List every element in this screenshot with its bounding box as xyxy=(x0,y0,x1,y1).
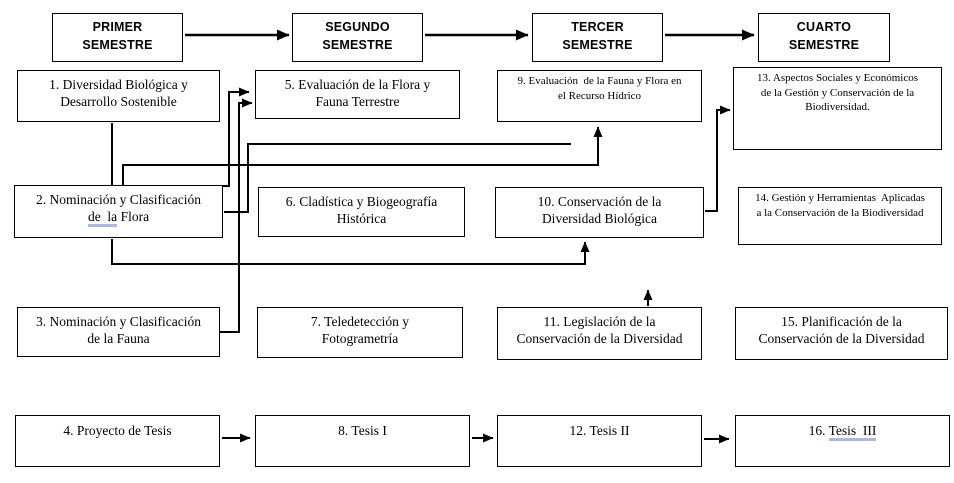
course-8-box: 8. Tesis I xyxy=(255,415,470,467)
course-13-label: 13. Aspectos Sociales y Económicos de la… xyxy=(756,72,918,114)
semester-3-box: TERCER SEMESTRE xyxy=(532,13,663,62)
semester-1-label: PRIMER SEMESTRE xyxy=(82,20,153,52)
spellcheck-underline: de la xyxy=(87,209,118,228)
course-16-box: 16. Tesis III xyxy=(735,415,950,467)
course-16-label: 16. Tesis III xyxy=(736,422,949,441)
course-5-box: 5. Evaluación de la Flora y Fauna Terres… xyxy=(255,70,460,119)
semester-4-label: CUARTO SEMESTRE xyxy=(788,20,860,52)
course-1-label: 1. Diversidad Biológica y Desarrollo Sos… xyxy=(49,77,188,110)
spellcheck-underline: Tesis III xyxy=(828,423,877,441)
semester-2-label: SEGUNDO SEMESTRE xyxy=(322,20,393,52)
course-6-box: 6. Cladística y Biogeografía Histórica xyxy=(258,187,465,237)
course-13-box: 13. Aspectos Sociales y Económicos de la… xyxy=(733,67,942,150)
course-6-label: 6. Cladística y Biogeografía Histórica xyxy=(285,194,438,227)
course-10-label: 10. Conservación de la Diversidad Biológ… xyxy=(537,194,662,227)
course-12-label: 12. Tesis II xyxy=(569,423,630,438)
course-14-label: 14. Gestión y Herramientas Aplicadas a l… xyxy=(755,192,925,219)
semester-3-label: TERCER SEMESTRE xyxy=(562,20,633,52)
course-3-label: 3. Nominación y Clasificación de la Faun… xyxy=(36,314,201,347)
arrow-course3-to-course5 xyxy=(220,98,253,333)
arrow-course2-to-course5 xyxy=(216,87,250,187)
course-15-box: 15. Planificación de la Conservación de … xyxy=(735,307,948,360)
semester-4-box: CUARTO SEMESTRE xyxy=(758,13,890,62)
course-3-box: 3. Nominación y Clasificación de la Faun… xyxy=(17,307,220,357)
course-1-box: 1. Diversidad Biológica y Desarrollo Sos… xyxy=(17,70,220,122)
course-11-box: 11. Legislación de la Conservación de la… xyxy=(497,307,702,360)
semester-2-box: SEGUNDO SEMESTRE xyxy=(292,13,423,62)
course-4-box: 4. Proyecto de Tesis xyxy=(15,415,220,467)
arrow-course2-to-course9 xyxy=(122,126,603,186)
course-4-label: 4. Proyecto de Tesis xyxy=(63,423,172,438)
course-5-label: 5. Evaluación de la Flora y Fauna Terres… xyxy=(284,77,431,110)
line-course2-unterminated xyxy=(224,143,571,213)
course-8-label: 8. Tesis I xyxy=(338,423,387,438)
course-7-label: 7. Teledetección y Fotogrametría xyxy=(310,314,410,347)
course-10-box: 10. Conservación de la Diversidad Biológ… xyxy=(495,187,704,238)
course-2-label: 2. Nominación y Clasificación de la Flor… xyxy=(15,191,222,228)
course-9-box: 9. Evaluación de la Fauna y Flora en el … xyxy=(497,70,702,122)
course-15-label: 15. Planificación de la Conservación de … xyxy=(758,314,925,347)
arrow-course10-to-course13 xyxy=(705,105,731,212)
arrow-course2-to-course10 xyxy=(111,239,590,265)
course-7-box: 7. Teledetección y Fotogrametría xyxy=(257,307,463,358)
course-11-label: 11. Legislación de la Conservación de la… xyxy=(516,314,683,347)
course-14-box: 14. Gestión y Herramientas Aplicadas a l… xyxy=(738,187,942,245)
course-9-label: 9. Evaluación de la Fauna y Flora en el … xyxy=(517,75,682,102)
course-2-box: 2. Nominación y Clasificación de la Flor… xyxy=(14,185,223,238)
semester-1-box: PRIMER SEMESTRE xyxy=(52,13,183,62)
course-12-box: 12. Tesis II xyxy=(497,415,702,467)
